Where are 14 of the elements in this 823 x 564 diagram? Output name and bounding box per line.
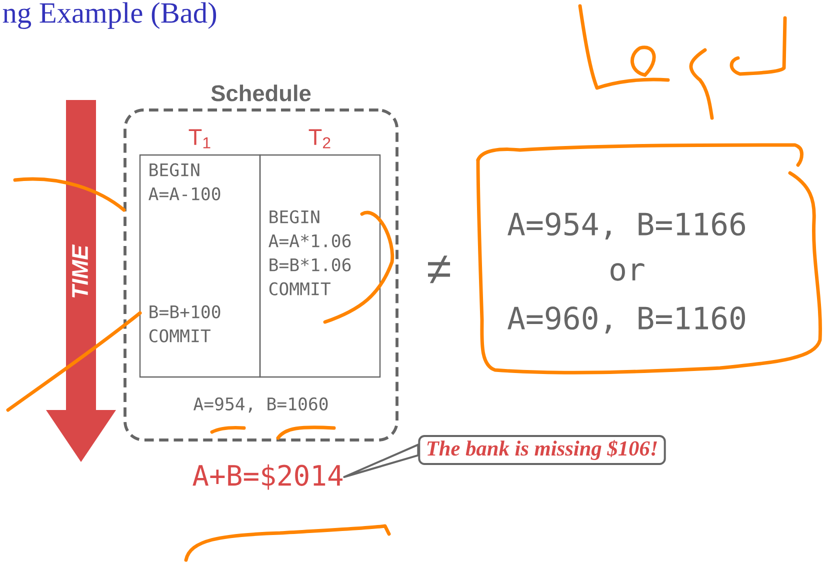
sum-text: A+B=$2014 xyxy=(192,464,342,490)
outcome-text: A=954, B=1166 xyxy=(508,212,746,240)
result-text: A=954, B=1060 xyxy=(194,397,328,413)
not-equal-sign: ≠ xyxy=(428,256,450,284)
outcome-text: A=960, B=1160 xyxy=(508,306,746,334)
column-heading: T$_{2}$ xyxy=(308,129,330,148)
outcome-text: or xyxy=(610,263,644,281)
operation-text: BEGIN A=A*1.06 B=B*1.06 COMMIT xyxy=(268,210,351,296)
callout-bubble: The bank is missing $106! xyxy=(418,435,666,465)
column-heading: T$_{1}$ xyxy=(188,129,210,148)
operation-text: BEGIN A=A-100 xyxy=(148,163,220,200)
operation-text: B=B+100 COMMIT xyxy=(149,305,220,342)
box-heading: Schedule xyxy=(211,84,311,102)
title: ng Example (Bad) xyxy=(2,2,216,29)
